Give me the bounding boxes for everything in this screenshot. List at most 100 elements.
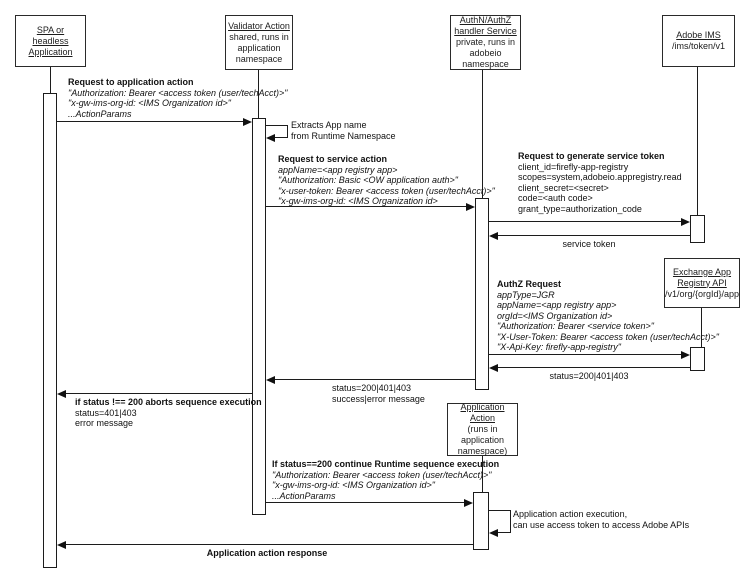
label-request-token-l1: client_id=firefly-app-registry (518, 161, 629, 172)
label-handler-status-l1: status=200|401|403 (332, 383, 411, 393)
label-abort-l1: status=401|403 (75, 407, 137, 418)
label-request-token: Request to generate service token client… (518, 151, 682, 214)
arrow-continue-head (464, 499, 473, 507)
label-request-token-l4: code=<auth code> (518, 193, 593, 203)
participant-spa-title: SPA or (36, 24, 65, 35)
label-request-app-action-l2: "x-gw-ims-org-id: <IMS Organization id>" (68, 98, 231, 108)
self-message-extracts-side (287, 125, 288, 138)
participant-handler: AuthN/AuthZ handler Service private, run… (450, 15, 521, 70)
label-authz-request-l5: "X-User-Token: Bearer <access token (use… (497, 331, 719, 342)
self-message-extracts-head (266, 134, 275, 142)
arrow-request-app-action-line (57, 121, 243, 122)
participant-validator-title: Validator Action (228, 20, 290, 31)
self-message-extracts-top (266, 125, 288, 126)
participant-handler-sub1: private, runs in (455, 37, 516, 47)
label-handler-status: status=200|401|403 success|error message (332, 383, 425, 404)
label-authz-request: AuthZ Request appType=JGR appName=<app r… (497, 279, 719, 353)
label-service-token: service token (562, 239, 616, 249)
arrow-abort-head (57, 390, 66, 398)
activation-spa (43, 93, 57, 568)
participant-exchange: Exchange App Registry API /v1/org/{orgId… (664, 258, 740, 308)
arrow-abort-line (66, 393, 252, 394)
label-extracts: Extracts App name from Runtime Namespace (291, 120, 396, 141)
label-request-token-l2: scopes=system,adobeio.appregistry.read (518, 172, 682, 182)
label-extracts-l1: Extracts App name (291, 120, 367, 130)
label-request-token-title: Request to generate service token (518, 151, 665, 161)
label-continue-l2: "x-gw-ims-org-id: <IMS Organization id>" (272, 480, 435, 490)
label-extracts-l2: from Runtime Namespace (291, 130, 396, 141)
arrow-response-line (66, 544, 473, 545)
label-request-app-action-title: Request to application action (68, 77, 194, 87)
label-abort: if status !== 200 aborts sequence execut… (75, 397, 262, 429)
label-app-exec-l2: can use access token to access Adobe API… (513, 519, 690, 530)
label-request-service-action-l1: appName=<app registry app> (278, 164, 398, 175)
label-request-service-action-l2: "Authorization: Basic <OW application au… (278, 175, 458, 185)
label-request-app-action-l1: "Authorization: Bearer <access token (us… (68, 87, 288, 98)
arrow-request-token-head (681, 218, 690, 226)
label-authz-request-l4: "Authorization: Bearer <service token>" (497, 321, 654, 331)
lifeline-application-action (482, 456, 483, 493)
label-continue-title: If status==200 continue Runtime sequence… (272, 459, 500, 469)
self-message-extracts-bottom (275, 137, 288, 138)
arrow-exchange-status-head (489, 364, 498, 372)
label-request-service-action: Request to service action appName=<app r… (278, 154, 495, 207)
label-continue-l1: "Authorization: Bearer <access token (us… (272, 469, 492, 480)
self-message-exec-side (510, 510, 511, 533)
label-exchange-status: status=200|401|403 (549, 371, 629, 381)
self-message-exec-top (489, 510, 511, 511)
label-request-app-action-l3: ...ActionParams (68, 108, 132, 119)
participant-spa-title3: Application (28, 46, 73, 57)
activation-exchange (690, 347, 705, 371)
label-request-service-action-l3: "x-user-token: Bearer <access token (use… (278, 185, 495, 196)
label-request-service-action-title: Request to service action (278, 154, 388, 164)
participant-handler-sub2: adobeio (469, 48, 502, 58)
label-abort-l2: error message (75, 418, 134, 428)
participant-exchange-title2: Registry API (677, 277, 727, 288)
arrow-exchange-status-line (498, 367, 690, 368)
participant-application-action-title: Application Action (460, 402, 505, 423)
participant-validator-sub2: application (237, 42, 281, 53)
participant-application-action-sub2: application (460, 435, 505, 445)
activation-validator (252, 118, 266, 515)
participant-adobe-ims-title: Adobe IMS (676, 30, 721, 40)
activation-adobe-ims (690, 215, 705, 243)
arrow-request-service-action-line (266, 206, 466, 207)
activation-application-action (473, 492, 489, 550)
arrow-continue-line (266, 502, 464, 503)
label-request-app-action: Request to application action "Authoriza… (68, 77, 288, 119)
participant-application-action-sub3: namespace) (457, 446, 508, 456)
self-message-exec-bottom (498, 532, 511, 533)
label-continue: If status==200 continue Runtime sequence… (272, 459, 499, 501)
label-handler-status-l2: success|error message (332, 393, 425, 404)
participant-exchange-sub: /v1/org/{orgId}/app (664, 288, 740, 299)
label-request-token-l5: grant_type=authorization_code (518, 203, 642, 214)
participant-validator: Validator Action shared, runs in applica… (225, 15, 293, 70)
lifeline-exchange (701, 308, 702, 348)
participant-spa-title2: headless (32, 35, 69, 46)
arrow-authz-request-line (489, 354, 681, 355)
arrow-service-token-line (498, 235, 690, 236)
participant-application-action-sub1: (runs in (467, 424, 498, 434)
label-authz-request-l3: orgId=<IMS Organization id> (497, 310, 613, 321)
participant-handler-sub3: namespace (462, 59, 509, 69)
participant-exchange-title: Exchange App (672, 266, 732, 277)
arrow-handler-status-line (275, 379, 475, 380)
arrow-authz-request-head (681, 351, 690, 359)
lifeline-adobe-ims (697, 67, 698, 216)
lifeline-validator (258, 70, 259, 119)
label-continue-l3: ...ActionParams (272, 490, 336, 501)
lifeline-spa (50, 67, 51, 94)
participant-handler-title2: handler Service (454, 26, 517, 36)
arrow-request-app-action-head (243, 118, 252, 126)
label-authz-request-l2: appName=<app registry app> (497, 300, 617, 310)
arrow-request-service-action-head (466, 203, 475, 211)
participant-adobe-ims: Adobe IMS /ims/token/v1 (662, 15, 735, 67)
label-authz-request-l1: appType=JGR (497, 289, 555, 300)
label-app-exec-l1: Application action execution, (513, 509, 628, 519)
lifeline-handler (482, 70, 483, 199)
activation-handler (475, 198, 489, 390)
participant-handler-title: AuthN/AuthZ (459, 15, 512, 25)
participant-application-action: Application Action (runs in application … (447, 402, 518, 456)
label-response: Application action response (206, 548, 328, 558)
